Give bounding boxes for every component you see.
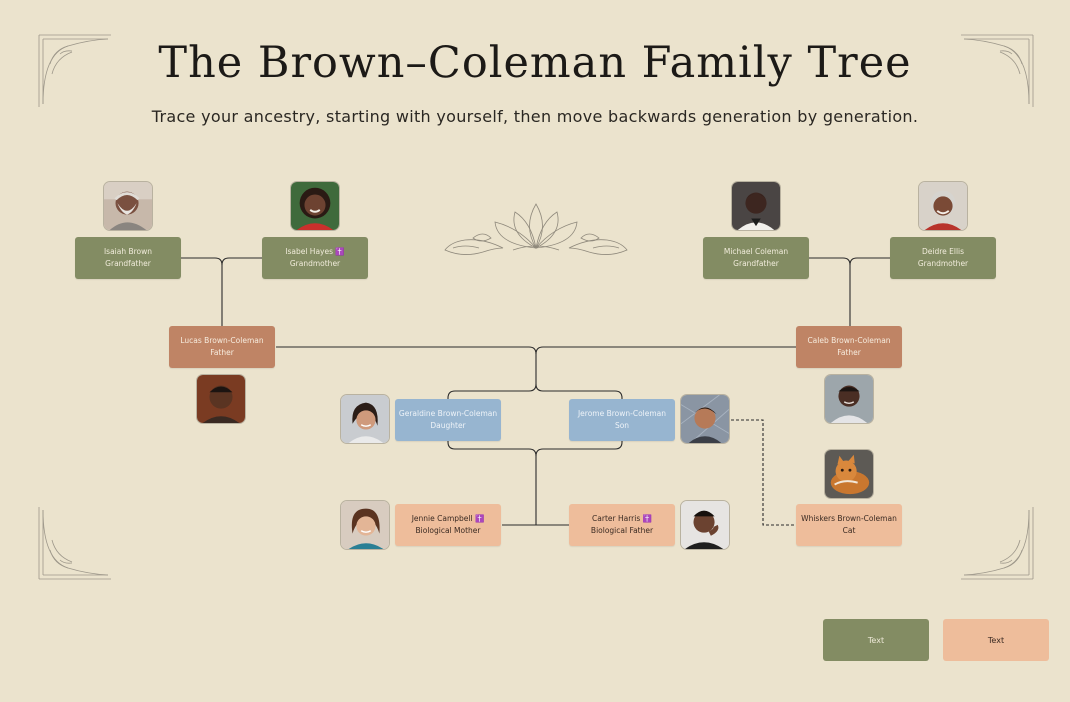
portrait-photo [340,500,390,550]
member-node-carter[interactable]: Carter Harris ✝️ Biological Father [569,504,675,546]
legend-swatch-peach[interactable]: Text [943,619,1049,661]
member-name: Caleb Brown-Coleman [807,336,891,345]
member-role: Biological Mother [415,526,481,535]
connector-line [809,257,851,326]
member-name: Jerome Brown-Coleman [577,409,667,418]
member-node-deidre[interactable]: Deidre Ellis Grandmother [890,237,996,279]
portrait-photo [824,374,874,424]
portrait-photo [680,500,730,550]
portrait-photo [196,374,246,424]
member-node-lucas[interactable]: Lucas Brown-Coleman Father [169,326,275,368]
connector-line [181,257,223,326]
member-node-geraldine[interactable]: Geraldine Brown-Coleman Daughter [395,399,501,441]
corner-ornament-icon [961,507,1034,580]
member-name: Michael Coleman [723,247,789,256]
member-name: Carter Harris ✝️ [592,514,652,523]
member-role: Son [614,421,630,430]
connector-line [849,257,890,266]
member-name: Isabel Hayes ✝️ [285,247,345,256]
corner-ornament-icon [38,507,111,580]
member-node-jennie[interactable]: Jennie Campbell ✝️ Biological Mother [395,504,501,546]
member-node-whiskers[interactable]: Whiskers Brown-Coleman Cat [796,504,902,546]
member-role: Cat [842,526,856,535]
connector-line [535,383,623,399]
member-name: Deidre Ellis [921,247,965,256]
portrait-photo [290,181,340,231]
member-node-michael[interactable]: Michael Coleman Grandfather [703,237,809,279]
member-node-caleb[interactable]: Caleb Brown-Coleman Father [796,326,902,368]
member-role: Grandmother [289,259,341,268]
portrait-photo [103,181,153,231]
portrait-photo [680,394,730,444]
lotus-icon [444,203,628,255]
page-subtitle: Trace your ancestry, starting with yours… [151,107,919,126]
member-name: Whiskers Brown-Coleman [801,514,897,523]
member-role: Grandfather [105,259,151,268]
member-role: Daughter [430,421,466,430]
connector-line [535,441,623,457]
portrait-photo [340,394,390,444]
member-role: Grandmother [917,259,969,268]
member-name: Geraldine Brown-Coleman [398,409,498,418]
legend-swatch-green[interactable]: Text [823,619,929,661]
corner-ornament-icon [38,34,111,107]
member-role: Biological Father [590,526,654,535]
dashed-pet-connector [731,419,796,526]
connector-line [276,346,537,399]
corner-ornament-icon [961,34,1034,107]
connector-line [221,257,262,266]
member-node-isaiah[interactable]: Isaiah Brown Grandfather [75,237,181,279]
member-role: Father [837,348,861,357]
member-name: Lucas Brown-Coleman [180,336,264,345]
member-role: Father [210,348,234,357]
portrait-photo [918,181,968,231]
portrait-photo [824,449,874,499]
page-title: The Brown–Coleman Family Tree [158,38,912,88]
member-role: Grandfather [733,259,779,268]
connector-line [535,346,796,355]
member-node-jerome[interactable]: Jerome Brown-Coleman Son [569,399,675,441]
member-name: Jennie Campbell ✝️ [411,514,485,523]
member-name: Isaiah Brown [103,247,153,256]
portrait-photo [731,181,781,231]
member-node-isabel[interactable]: Isabel Hayes ✝️ Grandmother [262,237,368,279]
